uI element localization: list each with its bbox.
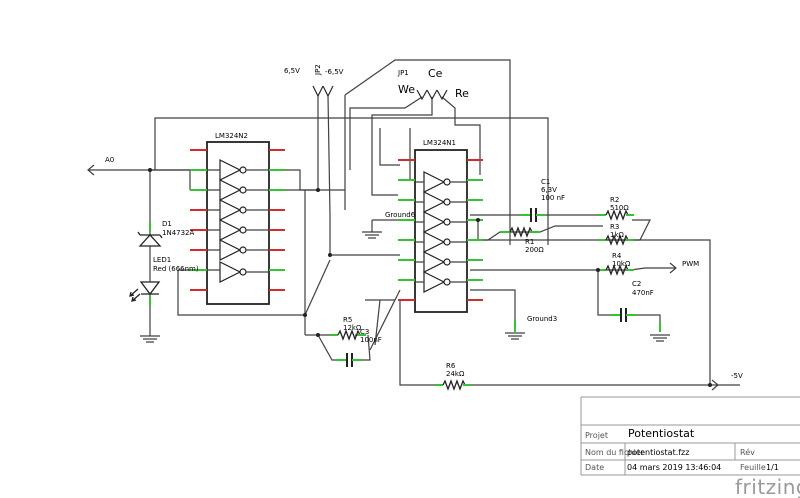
tb-file-label: Nom du fichier xyxy=(585,448,645,457)
ground6-label: Ground6 xyxy=(385,211,416,219)
ground3-symbol: Ground3 xyxy=(505,315,557,340)
a0-terminal: A0 xyxy=(87,156,114,176)
r2-resistor: R2 510Ω xyxy=(598,196,634,221)
lm324n2-chip: LM324N2 xyxy=(190,132,285,305)
ce-label: Ce xyxy=(428,67,443,80)
d1-ref: D1 xyxy=(162,220,172,228)
we-label: We xyxy=(398,83,415,96)
r6-resistor: R6 24kΩ xyxy=(435,362,471,391)
tb-date-label: Date xyxy=(585,463,604,472)
tb-project-label: Projet xyxy=(585,431,608,440)
tb-date-value: 04 mars 2019 13:46:04 xyxy=(627,463,721,472)
r1-ref: R1 xyxy=(525,238,534,246)
ground3-label: Ground3 xyxy=(527,315,557,323)
jp2-label: JP2 xyxy=(314,64,322,76)
led1-value: Red (666nm) xyxy=(153,265,199,273)
c2-capacitor: C2 470nF xyxy=(610,280,654,322)
fritzing-logo: fritzing xyxy=(735,475,800,498)
re-label: Re xyxy=(455,87,469,100)
pwm-label: PWM xyxy=(682,260,699,268)
c3-capacitor: C3 100nF xyxy=(336,328,382,367)
junction-dots xyxy=(148,168,712,387)
r6-value: 24kΩ xyxy=(446,370,465,378)
minus5v-label: -5V xyxy=(731,372,743,380)
tb-sheet-label: Feuille xyxy=(740,463,766,472)
ground6-symbol: Ground6 xyxy=(362,211,416,239)
r2-value: 510Ω xyxy=(610,204,629,212)
c2-ground-symbol xyxy=(650,322,670,342)
r3-ref: R3 xyxy=(610,223,619,231)
tb-rev-label: Rév xyxy=(740,447,755,457)
lm324n1-label: LM324N1 xyxy=(423,139,456,147)
jp2-pos-label: 6,5V xyxy=(284,67,300,75)
led1: LED1 Red (666nm) xyxy=(129,256,199,306)
jp1-connector: JP1 We Ce Re xyxy=(397,67,469,101)
r5-resistor: R5 12kΩ xyxy=(330,316,366,341)
a0-label: A0 xyxy=(105,156,114,164)
r4-resistor: R4 10kΩ xyxy=(598,252,634,276)
r1-resistor: R1 200Ω xyxy=(500,226,544,254)
c1-ref: C1 xyxy=(541,178,550,186)
lm324n1-chip: LM324N1 xyxy=(398,139,483,313)
lm324n2-gates xyxy=(207,159,269,283)
lm324n2-label: LM324N2 xyxy=(215,132,248,140)
c2-value: 470nF xyxy=(632,289,654,297)
r4-value: 10kΩ xyxy=(612,260,631,268)
minus5v-terminal: -5V xyxy=(711,372,743,391)
r5-value: 12kΩ xyxy=(343,324,362,332)
c2-ref: C2 xyxy=(632,280,641,288)
jp2-neg-label: -6,5V xyxy=(325,68,344,76)
r3-value: 1kΩ xyxy=(610,231,625,239)
jp1-label: JP1 xyxy=(397,69,409,77)
r2-ref: R2 xyxy=(610,196,619,204)
led1-ref: LED1 xyxy=(153,256,171,264)
tb-sheet-value: 1/1 xyxy=(766,463,779,472)
c1-voltage: 6,3V xyxy=(541,186,557,194)
jp2-connector: 6,5V JP2 -6,5V xyxy=(284,64,344,98)
r6-ref: R6 xyxy=(446,362,456,370)
c1-value: 100 nF xyxy=(541,194,565,202)
tb-project-value: Potentiostat xyxy=(628,427,695,440)
pwm-terminal: PWM xyxy=(645,260,699,274)
c3-value: 100nF xyxy=(360,336,382,344)
d1-zener-diode: D1 1N4732A xyxy=(137,220,195,247)
wires xyxy=(88,59,740,386)
c3-ref: C3 xyxy=(360,328,369,336)
r4-ref: R4 xyxy=(612,252,622,260)
tb-file-value: potentiostat.fzz xyxy=(627,448,689,457)
c1-capacitor: C1 6,3V 100 nF xyxy=(520,178,565,222)
r1-value: 200Ω xyxy=(525,246,544,254)
r5-ref: R5 xyxy=(343,316,352,324)
led-ground-symbol xyxy=(140,330,160,343)
lm324n1-gates xyxy=(415,171,467,293)
r3-resistor: R3 1kΩ xyxy=(598,223,634,246)
d1-value: 1N4732A xyxy=(162,229,195,237)
title-block: Projet Potentiostat Nom du fichier poten… xyxy=(580,396,800,476)
